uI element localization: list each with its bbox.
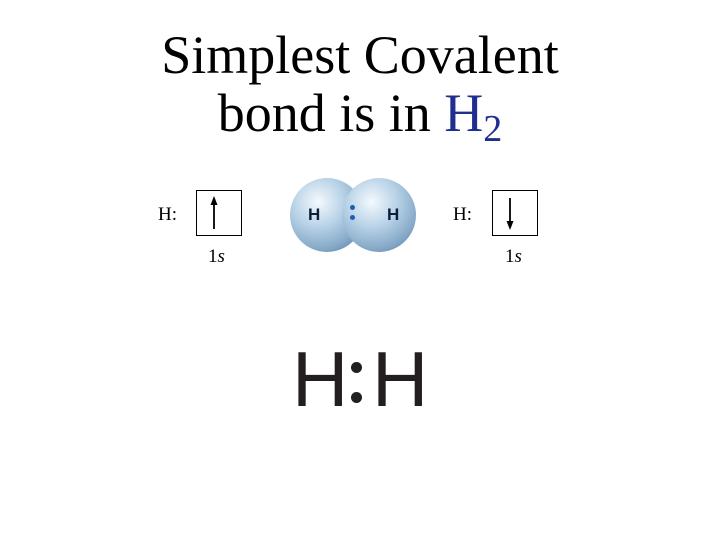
orbital-letter-left: s: [217, 246, 225, 267]
spin-up-arrow-icon: [210, 196, 218, 229]
lewis-dot: [351, 392, 362, 403]
lewis-atom-right: H: [372, 335, 429, 423]
lewis-dot: [351, 362, 362, 373]
electron-dot: [350, 215, 355, 220]
title-line-2-text: bond is in: [217, 83, 445, 143]
h2-molecule-model: H H: [288, 174, 418, 256]
orbital-atom-label-right: H:: [453, 204, 472, 225]
orbital-number-right: 1: [505, 246, 515, 267]
sphere-left: [290, 178, 364, 252]
orbital-box-right: [492, 190, 538, 236]
sphere-right: [342, 178, 416, 252]
orbital-box-left: [196, 190, 242, 236]
shared-electron-pair: [350, 202, 356, 224]
lewis-structure: H H: [292, 338, 432, 420]
formula-symbol: H: [444, 83, 484, 143]
orbital-label-left: 1s: [208, 246, 225, 268]
title-line-2: bond is in H2: [0, 83, 720, 148]
slide-title: Simplest Covalent bond is in H2: [0, 25, 720, 148]
orbital-atom-label-left: H:: [158, 204, 177, 225]
orbital-label-right: 1s: [505, 246, 522, 268]
orbital-number-left: 1: [208, 246, 218, 267]
overlapping-spheres: [290, 178, 416, 252]
molecule-atom-right: H: [387, 205, 400, 224]
lewis-electron-pair: [351, 362, 363, 406]
spin-down-arrow-icon: [506, 198, 514, 230]
orbital-letter-right: s: [514, 246, 522, 267]
electron-dot: [350, 205, 355, 210]
formula-subscript: 2: [483, 108, 503, 150]
molecule-atom-left: H: [308, 205, 321, 224]
title-line-1: Simplest Covalent: [161, 25, 559, 85]
h2-formula: H2: [444, 83, 502, 148]
lewis-atom-left: H: [292, 335, 349, 423]
